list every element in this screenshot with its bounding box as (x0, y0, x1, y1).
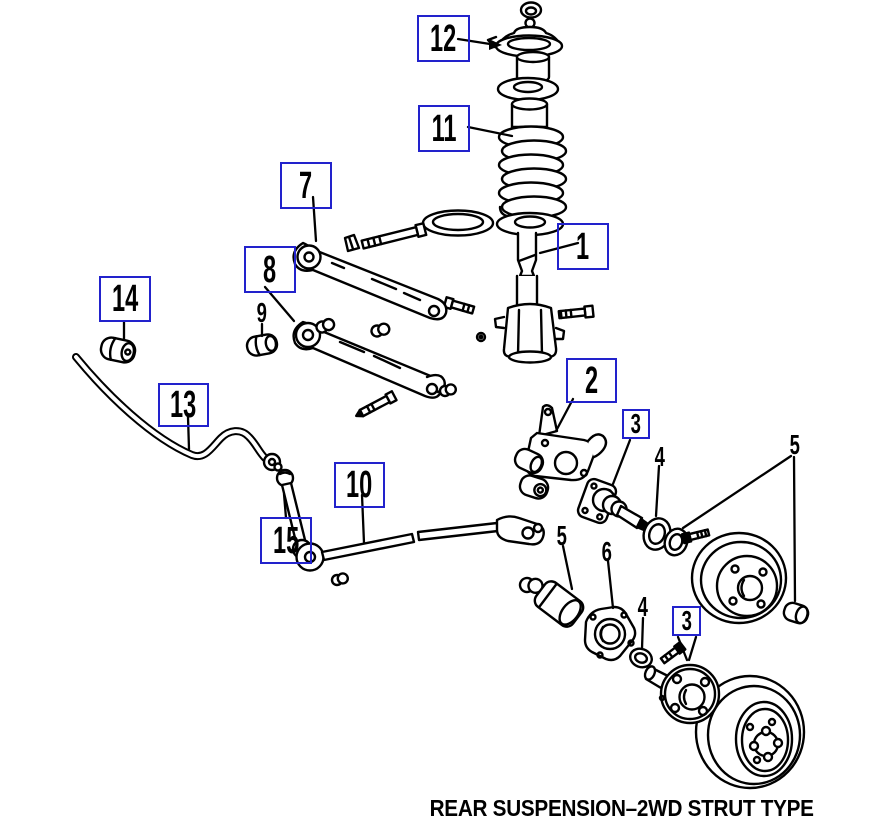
callout-box-3-lower[interactable]: 3 (672, 606, 701, 636)
leader-3-upper (611, 438, 632, 486)
strut-mount-bolt-left (442, 296, 476, 315)
callout-box-2[interactable]: 2 (566, 358, 617, 403)
callout-label: 12 (430, 17, 457, 60)
callout-label-5-right: 5 (789, 429, 801, 460)
axle-hub-flange (643, 640, 721, 725)
strut-trailing-rod (295, 515, 545, 587)
leader-4-upper (654, 464, 661, 518)
spring-insulator-ring (421, 209, 495, 237)
leader-1 (538, 241, 580, 255)
callout-box-3-upper[interactable]: 3 (622, 409, 650, 439)
callout-label-4-lower: 4 (637, 591, 649, 622)
leader-6 (606, 559, 615, 610)
callout-label-6: 6 (601, 536, 613, 567)
callout-label: 15 (272, 519, 300, 562)
callout-label: 13 (170, 384, 197, 426)
callout-box-14[interactable]: 14 (99, 276, 151, 322)
callout-box-7[interactable]: 7 (280, 162, 332, 209)
callout-box-11[interactable]: 11 (418, 105, 470, 152)
figure-caption: REAR SUSPENSION–2WD STRUT TYPE (429, 795, 814, 821)
leader-5-a (681, 454, 793, 530)
arm-nut (438, 383, 457, 398)
leader-10 (360, 493, 366, 545)
leader-3-lower-left (676, 635, 689, 662)
callout-label: 14 (111, 278, 139, 320)
callout-label: 2 (584, 359, 599, 402)
callout-box-8[interactable]: 8 (244, 246, 296, 293)
callout-label: 3 (681, 605, 692, 636)
leader-2 (554, 397, 575, 433)
leader-15 (282, 492, 288, 520)
coil-spring (497, 125, 568, 219)
leader-12 (456, 37, 502, 50)
callout-box-15[interactable]: 15 (260, 517, 312, 564)
shock-absorber-strut (442, 211, 595, 364)
callout-box-10[interactable]: 10 (334, 462, 385, 508)
wheel-bearings (642, 517, 711, 557)
leader-3-lower-right (687, 635, 698, 662)
arm-bolt-upper (360, 222, 428, 250)
callout-box-12[interactable]: 12 (417, 15, 470, 62)
leader-13 (186, 415, 191, 451)
axle-hub (583, 605, 637, 662)
arm-nut (315, 317, 336, 334)
callout-label: 11 (431, 107, 457, 150)
grease-seal (629, 647, 653, 669)
strut-mount-bolt-right (557, 304, 595, 320)
callout-label-4-upper: 4 (654, 441, 666, 472)
callout-label: 1 (576, 225, 590, 268)
callout-label: 8 (263, 248, 277, 291)
rod-nut (330, 572, 349, 587)
stabilizer-bushing (99, 336, 137, 364)
leader-lines (122, 37, 797, 662)
callout-label-9: 9 (256, 297, 268, 328)
leader-5-b (792, 455, 797, 603)
leader-4-lower (640, 616, 645, 651)
strut-support-mount (486, 1, 564, 102)
spindle (576, 477, 650, 532)
bearing-cap (518, 576, 585, 628)
leader-7 (311, 195, 318, 243)
callout-label: 10 (346, 464, 373, 506)
callout-label: 3 (630, 408, 642, 439)
callout-box-13[interactable]: 13 (158, 383, 209, 427)
callout-box-1[interactable]: 1 (557, 223, 609, 270)
arm-bolt-lower (355, 390, 398, 418)
callout-label: 7 (299, 164, 313, 207)
lower-lateral-arm (292, 317, 457, 418)
grease-cap (782, 601, 810, 625)
leader-5-mid (561, 544, 574, 591)
brake-drum-lower (694, 674, 806, 790)
callout-label-5-mid: 5 (556, 520, 568, 551)
upper-lateral-arm (292, 222, 448, 321)
arm-bushing (245, 333, 279, 357)
leader-11 (466, 125, 514, 138)
brake-drum-upper (690, 531, 788, 625)
arm-nut (370, 322, 391, 338)
bearing-bolt (680, 528, 711, 545)
knuckle-carrier (513, 404, 608, 500)
